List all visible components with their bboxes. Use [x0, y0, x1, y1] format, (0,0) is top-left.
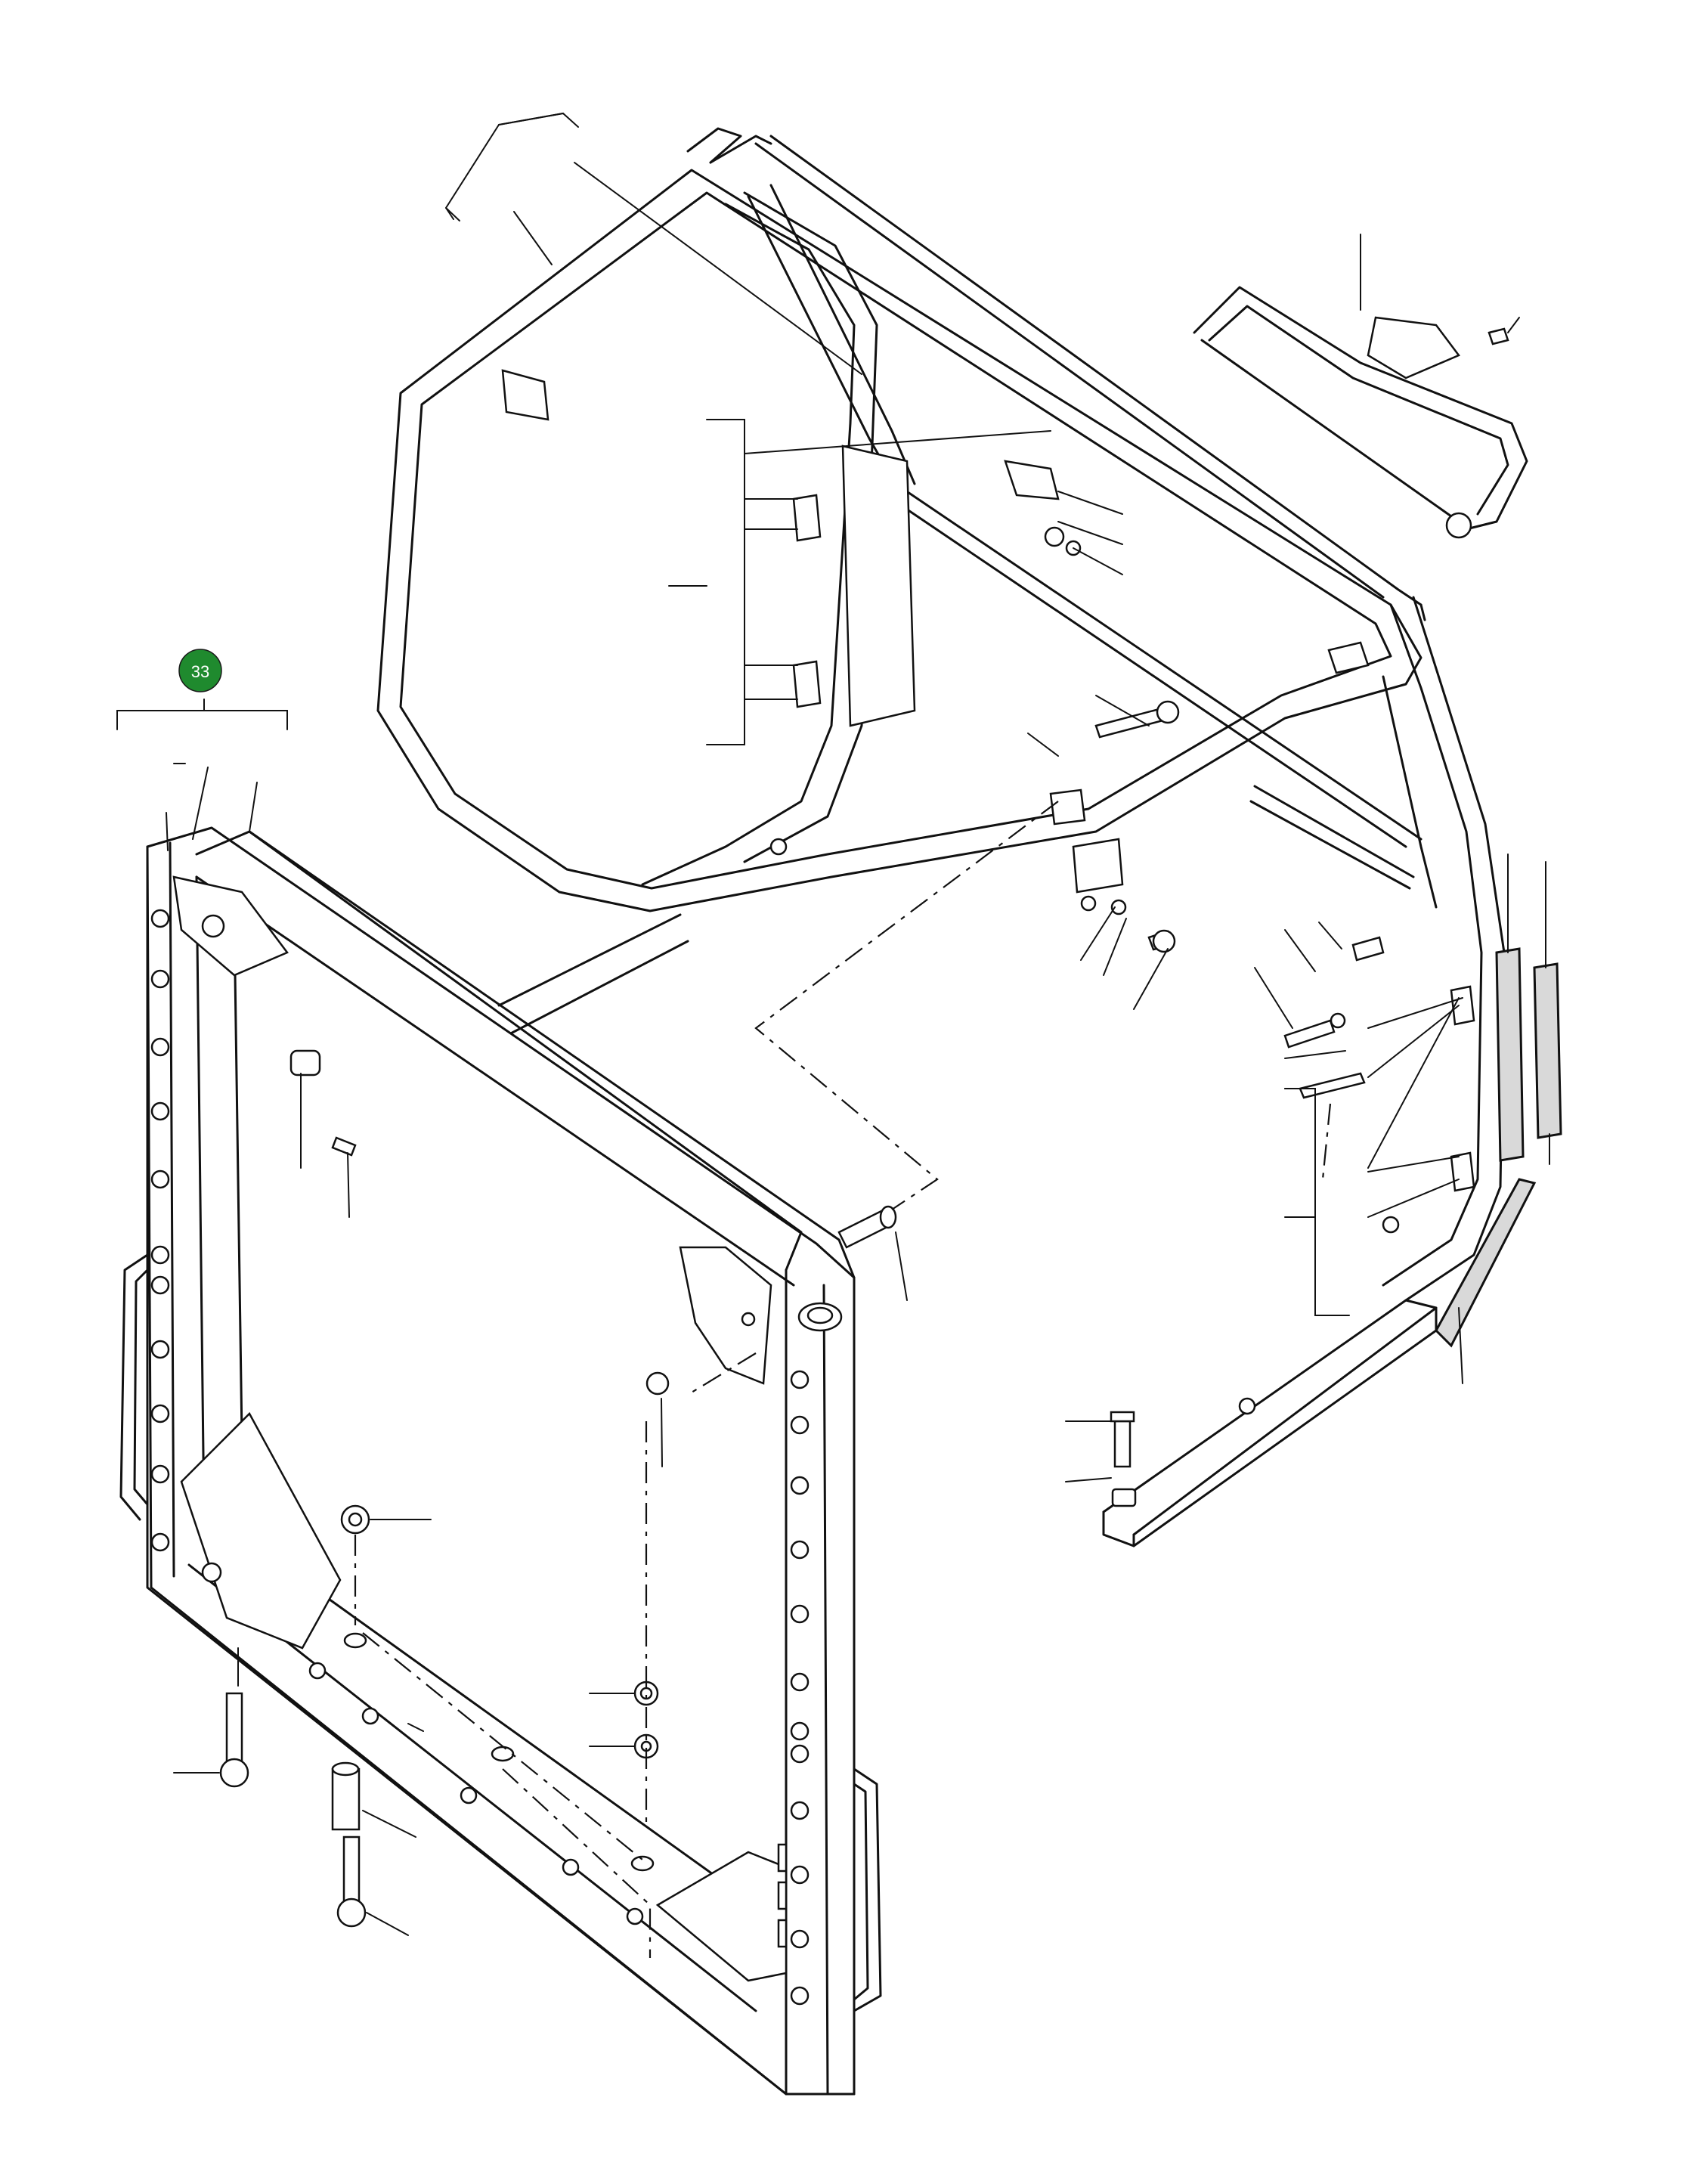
grab-handle-assembly: [1193, 286, 1528, 539]
callout-number: 33: [191, 662, 209, 681]
callout-badge[interactable]: [178, 649, 222, 692]
callout-33[interactable]: 33: [178, 649, 222, 692]
loose-hardware: [219, 1136, 897, 1928]
leader-lines: [116, 112, 1550, 1936]
rear-cab-frame: [376, 127, 1506, 1547]
front-cab-frame: [119, 826, 882, 2096]
seal-strips: [1435, 947, 1562, 1348]
center-lines: [354, 801, 1332, 1958]
